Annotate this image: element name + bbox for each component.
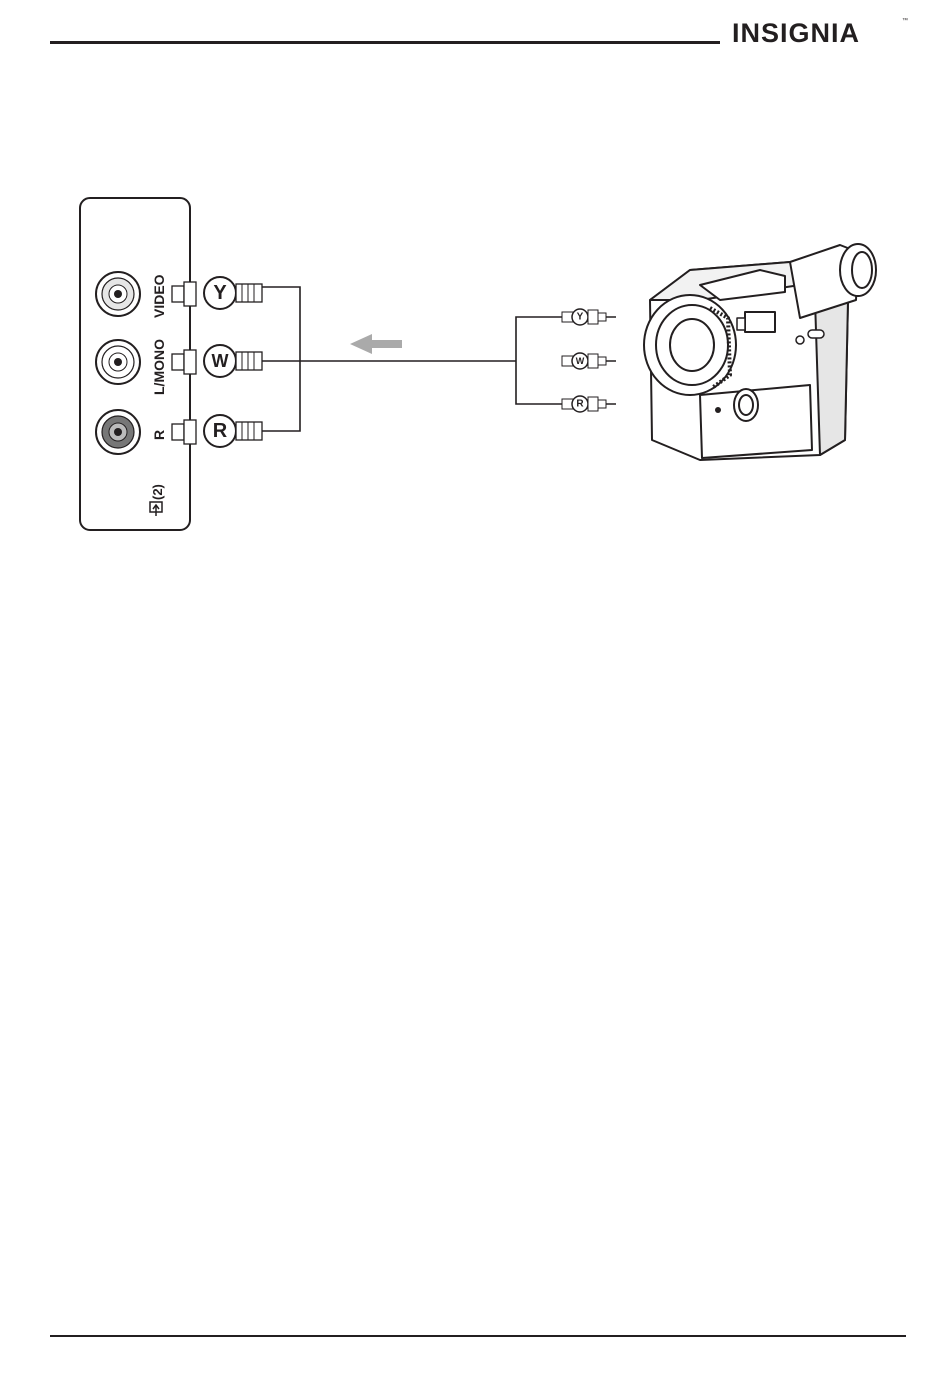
plug-cam-r [562, 396, 616, 412]
jack-video [96, 272, 140, 316]
av-cable [262, 287, 562, 431]
jack-r [96, 410, 140, 454]
plug-letter-cam-r: R [576, 399, 584, 410]
jack-label-l-mono: L/MONO [151, 339, 167, 395]
plug-letter-tv-r: R [213, 420, 228, 442]
jack-label-video: VIDEO [151, 274, 167, 318]
plug-letter-cam-w: W [576, 356, 585, 366]
plug-letter-cam-y: Y [577, 312, 584, 323]
plug-letter-tv-w: W [212, 351, 229, 371]
left-arrow-icon [350, 334, 402, 354]
plug-letter-tv-y: Y [213, 282, 227, 304]
input-number-label: (2) [150, 484, 165, 500]
plug-cam-y [562, 309, 616, 325]
jack-l-mono [96, 340, 140, 384]
plug-cam-w [562, 353, 616, 369]
footer-rule [50, 1335, 906, 1337]
jack-label-r: R [151, 430, 167, 440]
camcorder-illustration [644, 244, 876, 460]
